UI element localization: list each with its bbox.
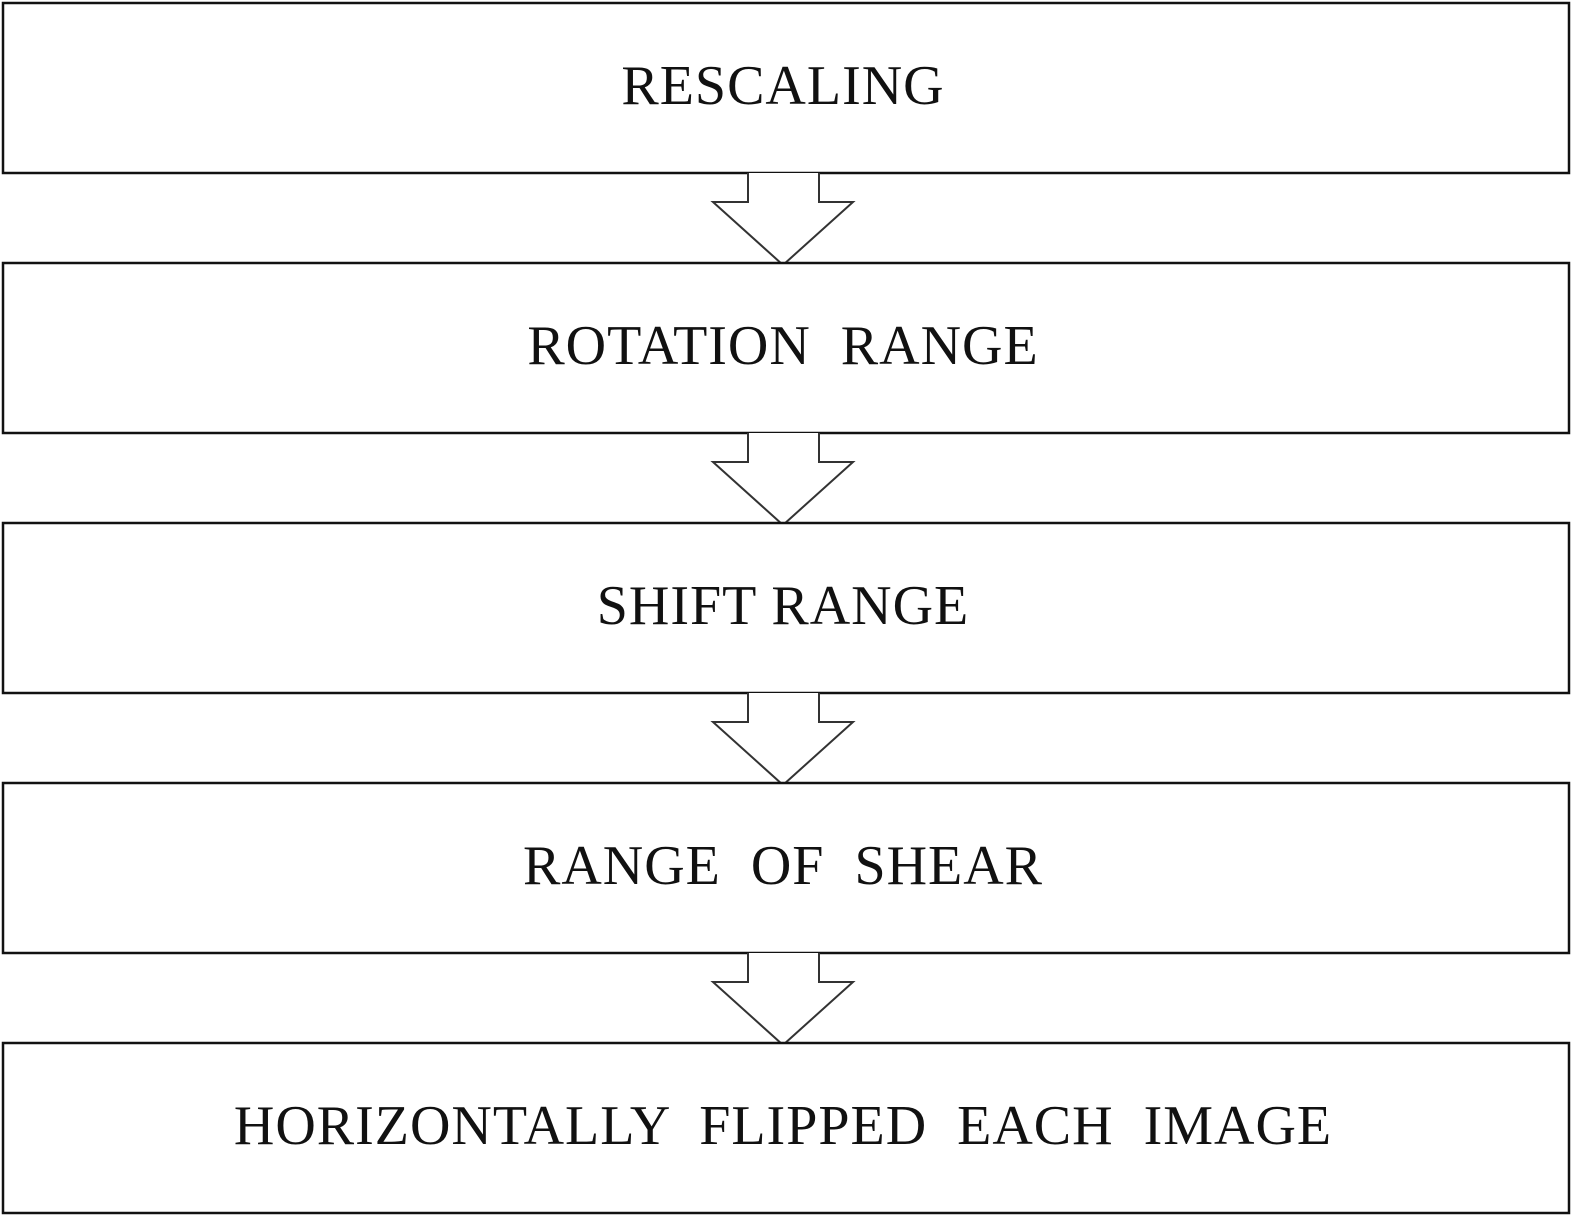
step-label-horizontal-flip: HORIZONTALLY FLIPPED EACH IMAGE xyxy=(234,1095,1332,1157)
step-box-rescaling xyxy=(1,1,1571,175)
step-label-rotation-range: ROTATION RANGE xyxy=(527,315,1038,377)
down-arrow-icon xyxy=(710,173,856,267)
step-rotation-range: ROTATION RANGE xyxy=(1,261,1571,435)
step-box-horizontal-flip xyxy=(1,1041,1571,1215)
step-box-shift-range xyxy=(1,521,1571,695)
down-arrow-icon xyxy=(710,953,856,1047)
step-rescaling: RESCALING xyxy=(1,1,1571,175)
step-horizontal-flip: HORIZONTALLY FLIPPED EACH IMAGE xyxy=(1,1041,1571,1215)
down-arrow-icon xyxy=(710,433,856,527)
step-label-shift-range: SHIFT RANGE xyxy=(597,575,969,637)
step-box-range-of-shear xyxy=(1,781,1571,955)
step-shift-range: SHIFT RANGE xyxy=(1,521,1571,695)
step-range-of-shear: RANGE OF SHEAR xyxy=(1,781,1571,955)
step-label-rescaling: RESCALING xyxy=(621,55,944,117)
step-box-rotation-range xyxy=(1,261,1571,435)
step-label-range-of-shear: RANGE OF SHEAR xyxy=(523,835,1043,897)
down-arrow-icon xyxy=(710,693,856,787)
